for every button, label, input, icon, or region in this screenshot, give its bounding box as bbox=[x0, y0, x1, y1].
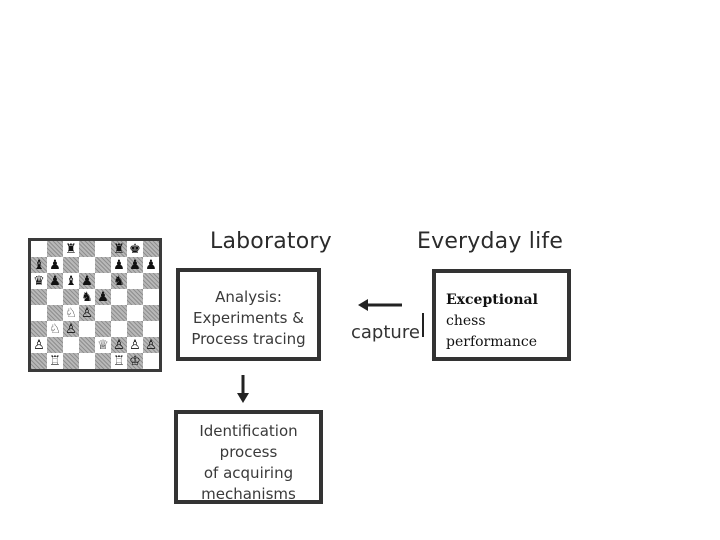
board-square: ♘ bbox=[65, 305, 77, 321]
everyday-life-box-text: Exceptional chess performance bbox=[446, 290, 538, 353]
analysis-line: Experiments & bbox=[193, 309, 304, 327]
identification-line: mechanisms bbox=[201, 485, 296, 503]
board-square: ♞ bbox=[81, 289, 93, 305]
board-square: ♟ bbox=[95, 289, 111, 305]
analysis-line: Process tracing bbox=[191, 330, 306, 348]
board-square: ♝ bbox=[31, 257, 47, 273]
board-square bbox=[143, 241, 159, 257]
board-square: ♞ bbox=[111, 273, 127, 289]
board-square: ♙ bbox=[33, 337, 45, 353]
identification-line: of acquiring bbox=[203, 464, 294, 482]
board-square bbox=[47, 305, 63, 321]
down-arrow bbox=[237, 375, 249, 403]
everyday-line: performance bbox=[446, 334, 538, 350]
board-square bbox=[127, 289, 143, 305]
board-square bbox=[47, 337, 63, 353]
everyday-line: Exceptional bbox=[446, 292, 538, 308]
board-square: ♜ bbox=[111, 241, 127, 257]
everyday-life-box: Exceptional chess performance bbox=[432, 269, 571, 361]
board-square: ♜ bbox=[65, 241, 77, 257]
board-square: ♙ bbox=[143, 337, 159, 353]
board-square bbox=[95, 353, 111, 369]
board-square: ♘ bbox=[49, 321, 61, 337]
board-square: ♙ bbox=[63, 321, 79, 337]
board-square: ♟ bbox=[127, 257, 143, 273]
capture-arrow bbox=[358, 299, 402, 311]
board-square: ♖ bbox=[113, 353, 125, 369]
board-square: ♙ bbox=[129, 337, 141, 353]
board-square: ♔ bbox=[127, 353, 143, 369]
board-square bbox=[63, 289, 79, 305]
board-square bbox=[63, 257, 79, 273]
board-square bbox=[127, 321, 143, 337]
board-square: ♟ bbox=[49, 257, 61, 273]
everyday-line: chess bbox=[446, 313, 486, 329]
board-square: ♟ bbox=[79, 273, 95, 289]
analysis-box-text: Analysis: Experiments & Process tracing bbox=[180, 287, 317, 350]
board-square bbox=[143, 273, 159, 289]
identification-box: Identification process of acquiring mech… bbox=[174, 410, 323, 504]
analysis-line: Analysis: bbox=[215, 288, 282, 306]
board-square bbox=[79, 241, 95, 257]
board-square: ♕ bbox=[97, 337, 109, 353]
identification-line: Identification bbox=[199, 422, 298, 440]
board-square: ♝ bbox=[65, 273, 77, 289]
board-square bbox=[95, 257, 111, 273]
board-square bbox=[63, 353, 79, 369]
board-square: ♙ bbox=[79, 305, 95, 321]
board-square bbox=[111, 305, 127, 321]
board-square bbox=[143, 305, 159, 321]
analysis-box: Analysis: Experiments & Process tracing bbox=[176, 268, 321, 361]
board-square: ♙ bbox=[111, 337, 127, 353]
board-square bbox=[31, 289, 47, 305]
capture-label: capture bbox=[351, 322, 420, 343]
identification-box-text: Identification process of acquiring mech… bbox=[178, 421, 319, 505]
board-square bbox=[31, 321, 47, 337]
board-square bbox=[79, 337, 95, 353]
board-square bbox=[31, 353, 47, 369]
board-square: ♛ bbox=[33, 273, 45, 289]
identification-line: process bbox=[219, 443, 278, 461]
board-square: ♟ bbox=[145, 257, 157, 273]
board-square: ♟ bbox=[47, 273, 63, 289]
board-square bbox=[47, 241, 63, 257]
everyday-life-heading: Everyday life bbox=[417, 229, 564, 254]
board-square bbox=[95, 321, 111, 337]
board-square: ♖ bbox=[49, 353, 61, 369]
board-square: ♟ bbox=[113, 257, 125, 273]
chess-board-image: ♜♜♚♝♟♟♟♟♛♟♝♟♞♞♟♘♙♘♙♙♕♙♙♙♖♖♔ bbox=[28, 238, 162, 372]
board-square: ♚ bbox=[129, 241, 141, 257]
laboratory-heading: Laboratory bbox=[210, 229, 332, 254]
